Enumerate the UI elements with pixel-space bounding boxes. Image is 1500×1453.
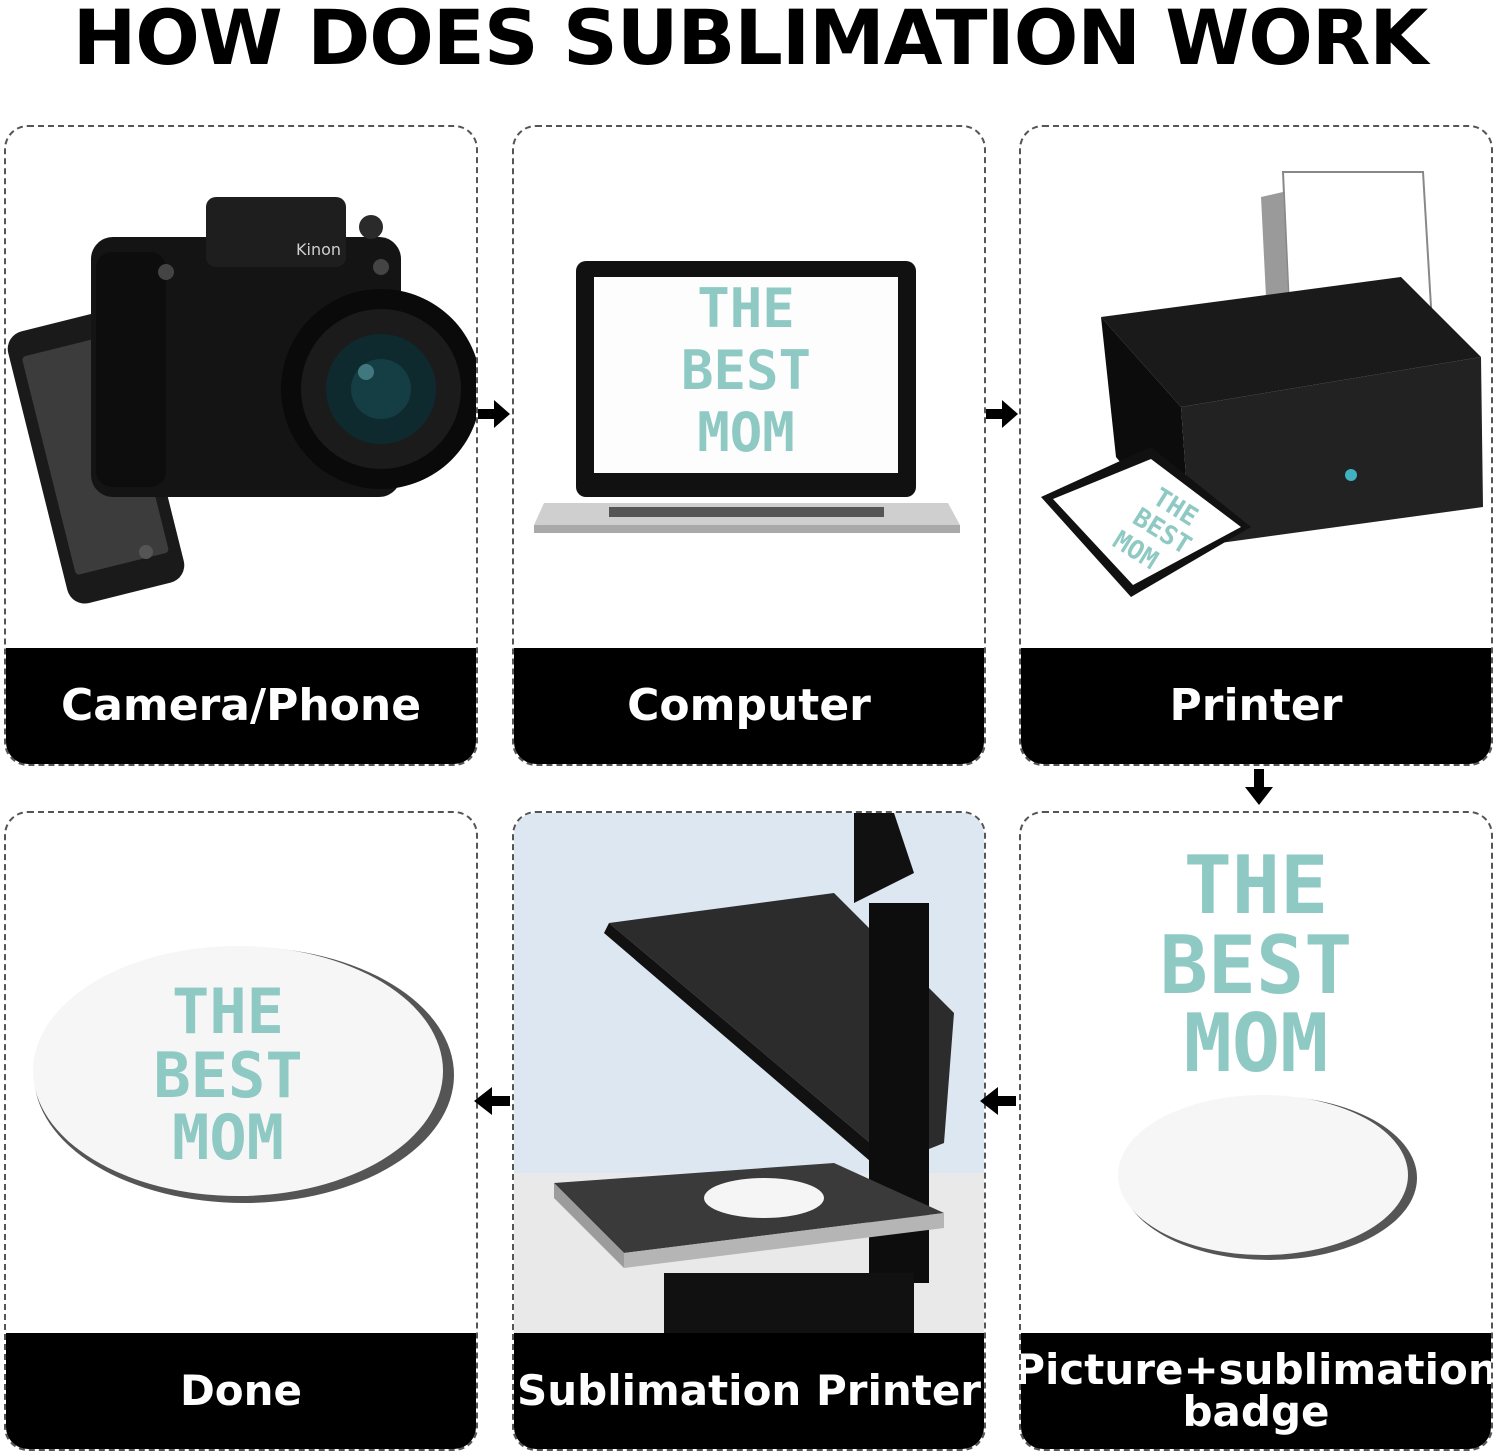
step-label-bar: Done <box>6 1333 476 1449</box>
arrow-right-icon <box>478 400 510 428</box>
picture-badge-illustration: THE BEST MOM <box>1021 813 1491 1337</box>
step-printer: THE BEST MOM Printer <box>1019 125 1493 766</box>
step-computer: THE BEST MOM Computer <box>512 125 986 766</box>
design-line2: BEST <box>1160 919 1353 1012</box>
step-label: Computer <box>627 680 871 731</box>
design-line1: THE <box>1184 839 1329 932</box>
finished-badge-illustration: THE BEST MOM <box>6 813 476 1337</box>
printer-illustration: THE BEST MOM <box>1021 127 1491 652</box>
step-label: Camera/Phone <box>60 680 422 731</box>
printer-icon: THE BEST MOM <box>1041 171 1483 597</box>
camera-icon: Kinon <box>91 197 476 497</box>
step-camera-phone: Kinon Camera/Phone <box>4 125 478 766</box>
camera-phone-illustration: Kinon <box>6 127 476 652</box>
laptop-illustration: THE BEST MOM <box>514 127 984 652</box>
laptop-icon: THE BEST MOM <box>534 261 960 533</box>
design-line3: MOM <box>172 1101 284 1174</box>
heat-press-illustration <box>514 813 984 1337</box>
step-label: Printer <box>1169 680 1343 731</box>
step-label: Done <box>179 1366 303 1415</box>
finished-badge-icon: THE BEST MOM <box>33 946 454 1203</box>
step-sublimation-printer: Sublimation Printer <box>512 811 986 1451</box>
heat-press-icon <box>514 813 984 1337</box>
page-title: HOW DOES SUBLIMATION WORK <box>72 0 1429 82</box>
design-line1: THE <box>697 277 795 340</box>
step-done: THE BEST MOM Done <box>4 811 478 1451</box>
arrow-left-icon <box>474 1087 510 1115</box>
step-label-bar: Computer <box>514 648 984 764</box>
design-line3: MOM <box>697 401 795 464</box>
arrow-left-icon <box>980 1087 1016 1115</box>
step-label-bar: Printer <box>1021 648 1491 764</box>
step-label: Sublimation Printer <box>516 1366 982 1415</box>
design-line1: THE <box>172 975 284 1048</box>
arrow-right-icon <box>986 400 1018 428</box>
design-line2: BEST <box>681 339 811 402</box>
blank-badge-icon <box>1118 1095 1417 1260</box>
step-label-bar: Sublimation Printer <box>514 1333 984 1449</box>
arrow-down-icon <box>1245 769 1273 805</box>
design-line2: BEST <box>153 1039 302 1112</box>
design-line3: MOM <box>1184 997 1329 1090</box>
camera-brand-text: Kinon <box>296 240 341 259</box>
step-label-bar: Camera/Phone <box>6 648 476 764</box>
